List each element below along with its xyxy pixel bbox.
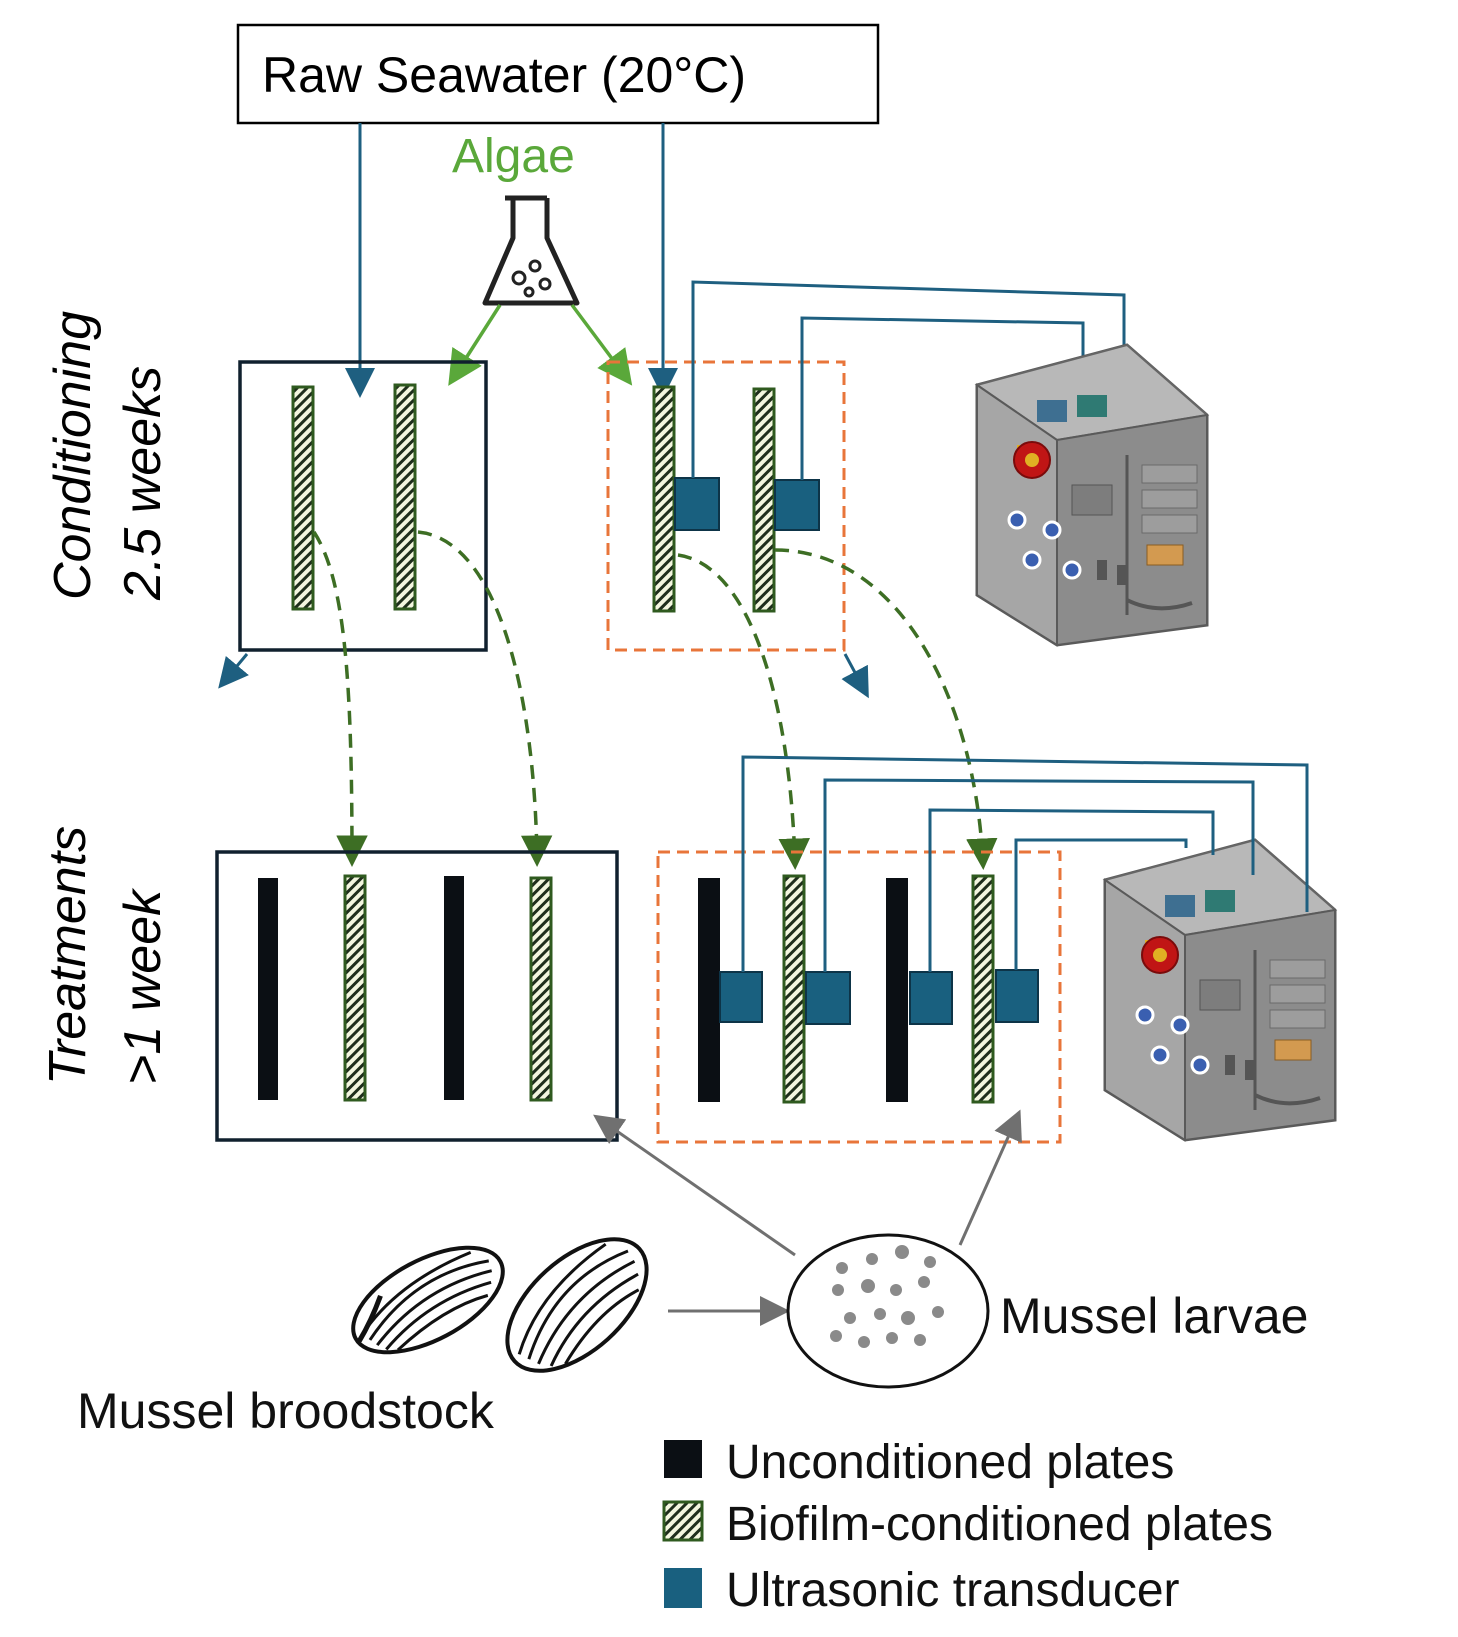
mussel-larvae-icon	[786, 1233, 990, 1389]
treatment-control-tank	[215, 850, 619, 1142]
biofilm-plate	[652, 385, 676, 613]
larvae-label: Mussel larvae	[1000, 1288, 1308, 1344]
transducer-cables-treatments	[741, 755, 1309, 972]
flask-icon	[482, 195, 580, 306]
treatments-duration: >1 week	[114, 887, 172, 1085]
ultrasonic-transducer	[805, 971, 851, 1025]
ultrasonic-transducer	[909, 971, 953, 1025]
seawater-source-label: Raw Seawater (20°C)	[262, 47, 746, 103]
plate-transfer-arrows	[312, 530, 998, 870]
ultrasonic-transducer	[774, 479, 820, 531]
biofilm-plate	[343, 874, 367, 1102]
conditioning-control-tank	[238, 360, 488, 652]
controller-cabinet-icon	[975, 343, 1209, 647]
broodstock-label: Mussel broodstock	[77, 1383, 495, 1439]
ultrasonic-transducer	[719, 971, 763, 1023]
biofilm-plate	[393, 383, 417, 611]
treatment-ultrasonic-tank	[656, 850, 1062, 1144]
algae-dosing-arrows	[448, 303, 633, 386]
outflow-arrow	[841, 653, 869, 699]
seawater-source-box	[236, 23, 880, 125]
legend-swatch-unconditioned	[664, 1440, 702, 1478]
biofilm-plate	[752, 387, 776, 613]
legend-swatch-transducer	[664, 1568, 702, 1608]
biofilm-plate	[782, 874, 806, 1104]
unconditioned-plate	[444, 876, 464, 1100]
legend-label-transducer: Ultrasonic transducer	[726, 1564, 1180, 1617]
seawater-inflow	[345, 123, 678, 398]
biofilm-plate	[971, 874, 995, 1104]
algae-label: Algae	[452, 130, 575, 183]
legend-label-biofilm: Biofilm-conditioned plates	[726, 1498, 1273, 1551]
ultrasonic-transducer	[995, 969, 1039, 1023]
unconditioned-plate	[258, 878, 278, 1100]
biofilm-plate	[529, 876, 553, 1102]
ultrasonic-transducer	[674, 477, 720, 531]
conditioning-ultrasonic-tank	[606, 360, 846, 652]
legend: Unconditioned plates Biofilm-conditioned…	[662, 1436, 1273, 1617]
transducer-cables-conditioning	[691, 280, 1126, 480]
controller-cabinet-icon	[1103, 838, 1337, 1142]
legend-label-unconditioned: Unconditioned plates	[726, 1436, 1174, 1489]
unconditioned-plate	[698, 878, 720, 1102]
conditioning-title: Conditioning	[44, 311, 102, 600]
legend-swatch-biofilm	[662, 1500, 704, 1542]
conditioning-duration: 2.5 weeks	[114, 366, 172, 601]
larvae-stocking-arrows	[593, 1109, 1022, 1257]
unconditioned-plate	[886, 878, 908, 1102]
outflow-arrow	[218, 653, 249, 689]
mussel-broodstock-icon	[351, 1237, 649, 1373]
treatments-title: Treatments	[39, 826, 97, 1085]
biofilm-plate	[291, 385, 315, 611]
